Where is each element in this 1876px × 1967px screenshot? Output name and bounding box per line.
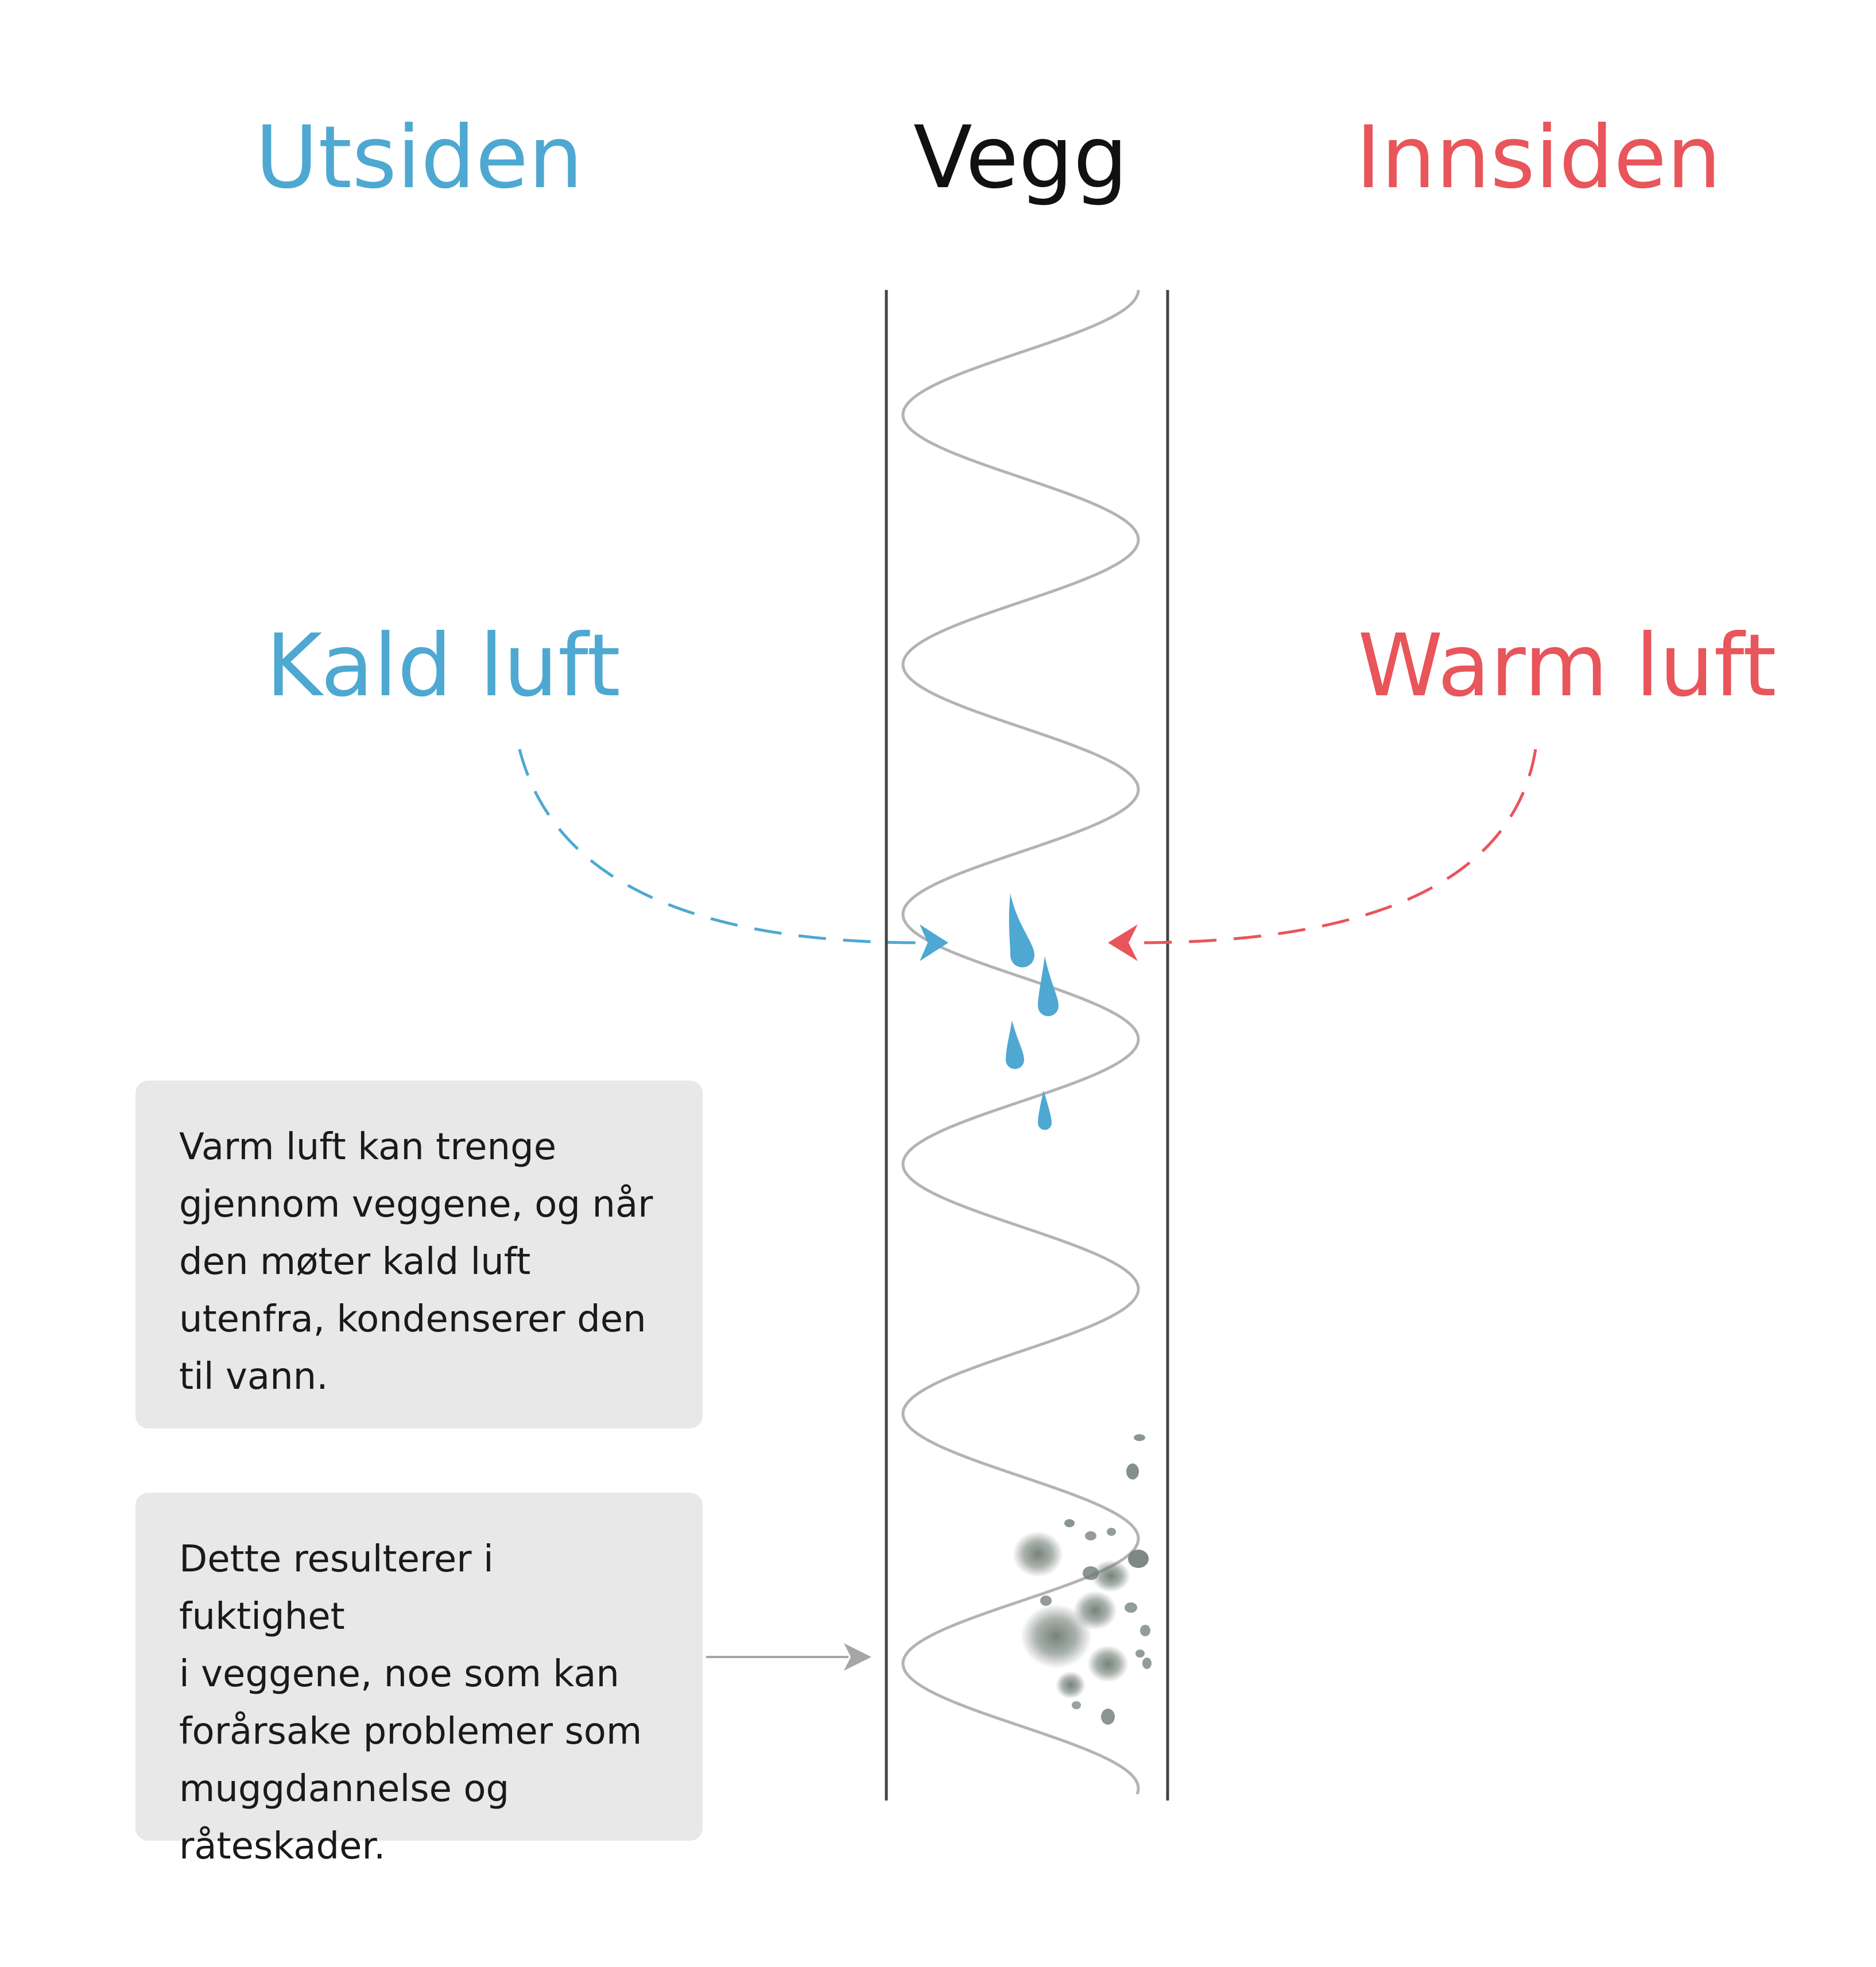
water-droplets: [1006, 893, 1059, 1130]
arrowhead-icon: [844, 1643, 871, 1671]
mold-spots-icon: [1013, 1434, 1152, 1725]
warm-air-flow-arrow: [1142, 749, 1537, 944]
condensation-note: Varm luft kan trenge gjennom veggene, og…: [135, 1081, 703, 1428]
header-wall: Vegg: [913, 108, 1128, 208]
water-droplet-icon: [1009, 893, 1034, 967]
warm-air-label: Warm luft: [1358, 616, 1777, 716]
condensation-note-text: Varm luft kan trenge gjennom veggene, og…: [179, 1126, 653, 1398]
moisture-consequence-note: Dette resulterer i fuktighet i veggene, …: [135, 1493, 703, 1868]
header-outside: Utsiden: [255, 108, 583, 208]
water-droplet-icon: [1038, 1090, 1052, 1130]
water-droplet-icon: [1006, 1020, 1024, 1069]
cold-air-label: Kald luft: [266, 616, 621, 716]
cold-air-flow-arrow: [518, 749, 916, 944]
header-inside: Innsiden: [1355, 108, 1722, 208]
water-droplet-icon: [1038, 956, 1059, 1016]
moisture-consequence-note-text: Dette resulterer i fuktighet i veggene, …: [179, 1538, 642, 1868]
arrowhead-icon: [920, 924, 948, 961]
arrowhead-icon: [1108, 924, 1138, 961]
insulation-wave: [901, 289, 1140, 1795]
